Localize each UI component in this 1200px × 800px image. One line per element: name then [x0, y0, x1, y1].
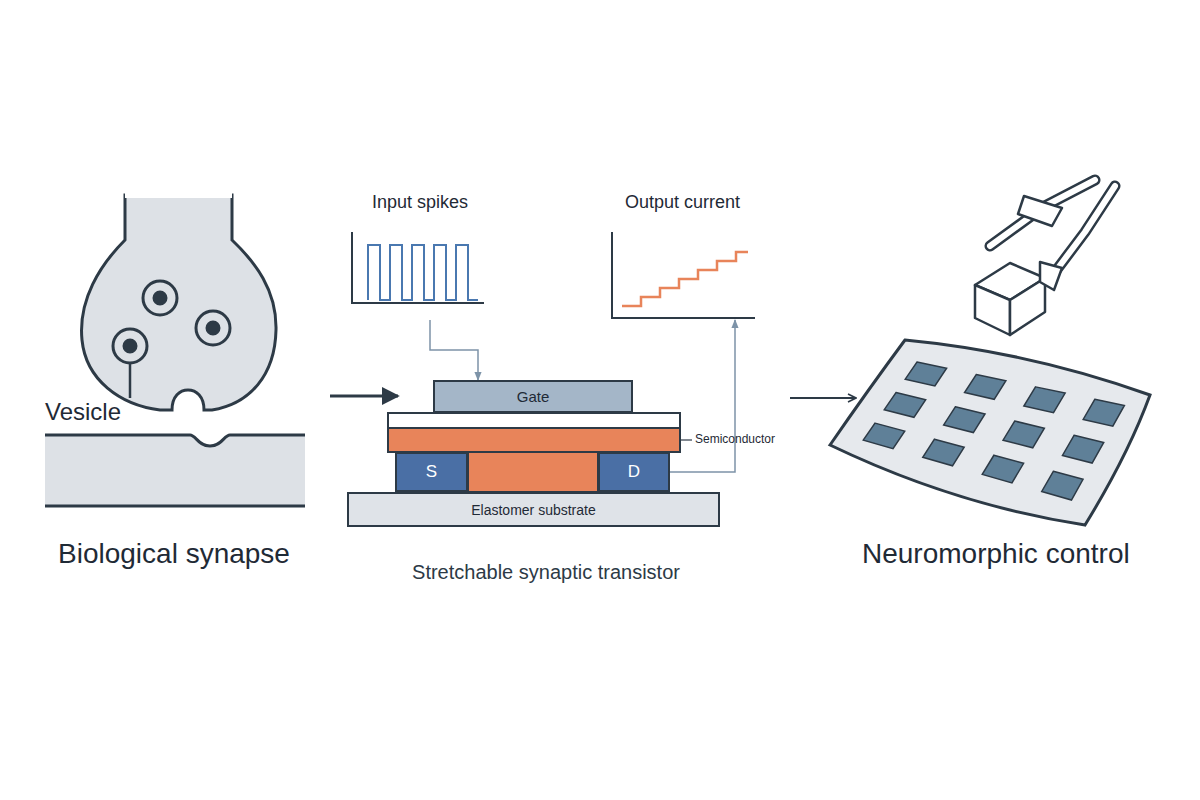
transistor-stack	[388, 413, 680, 492]
signal-connector	[430, 320, 478, 380]
node-text: Output current	[625, 192, 740, 213]
sensor-cell	[944, 407, 985, 433]
robotic-gripper	[975, 180, 1115, 335]
sensor-cell	[1024, 387, 1065, 413]
semiconductor-layer	[388, 428, 680, 452]
node-text: Gate	[517, 388, 550, 405]
vesicle-leader	[129, 363, 132, 398]
plot-panel: Input spikes	[350, 192, 490, 320]
flow-arrow	[330, 395, 398, 398]
plot-panel: Output current	[605, 192, 760, 320]
signal-connector	[670, 320, 735, 472]
sensor-cell	[1042, 471, 1083, 500]
terminal-cut	[125, 192, 232, 198]
sensor-cell	[863, 423, 904, 449]
flow-arrow	[790, 397, 856, 399]
drain-electrode: D	[598, 452, 670, 492]
sensor-cell	[1083, 399, 1124, 426]
sensor-cell	[1003, 421, 1044, 448]
sensor-cell	[923, 439, 964, 466]
node-text: Input spikes	[372, 192, 468, 213]
layer-label: Semiconductor	[695, 433, 775, 447]
part-label: Vesicle	[45, 398, 121, 426]
vesicles	[113, 281, 230, 363]
section-title: Stretchable synaptic transistor	[412, 561, 680, 584]
node-text: S	[426, 462, 437, 482]
node-text: D	[628, 462, 640, 482]
section-title: Neuromorphic control	[862, 538, 1130, 570]
input-spikes-plot	[352, 232, 484, 303]
postsynaptic-membrane	[45, 435, 305, 506]
sensor-cell	[905, 362, 946, 386]
gate-electrode: Gate	[433, 380, 633, 413]
node-text: Elastomer substrate	[471, 502, 596, 518]
dielectric-layer	[388, 413, 680, 428]
membrane-outline	[45, 435, 305, 506]
sensor-cell	[884, 393, 925, 418]
output-current-plot	[612, 232, 755, 318]
section-title: Biological synapse	[58, 538, 290, 570]
synapse-illustration	[45, 192, 305, 506]
sensor-cell	[965, 374, 1006, 399]
substrate-layer: Elastomer substrate	[347, 492, 720, 527]
sensor-cell	[982, 455, 1023, 483]
sensor-cell	[1062, 435, 1103, 463]
stretchable-sensor-sheet	[830, 340, 1150, 525]
presynaptic-terminal	[82, 195, 277, 410]
semiconductor-leader	[681, 439, 692, 440]
source-electrode: S	[395, 452, 468, 492]
channel-region	[468, 452, 598, 492]
